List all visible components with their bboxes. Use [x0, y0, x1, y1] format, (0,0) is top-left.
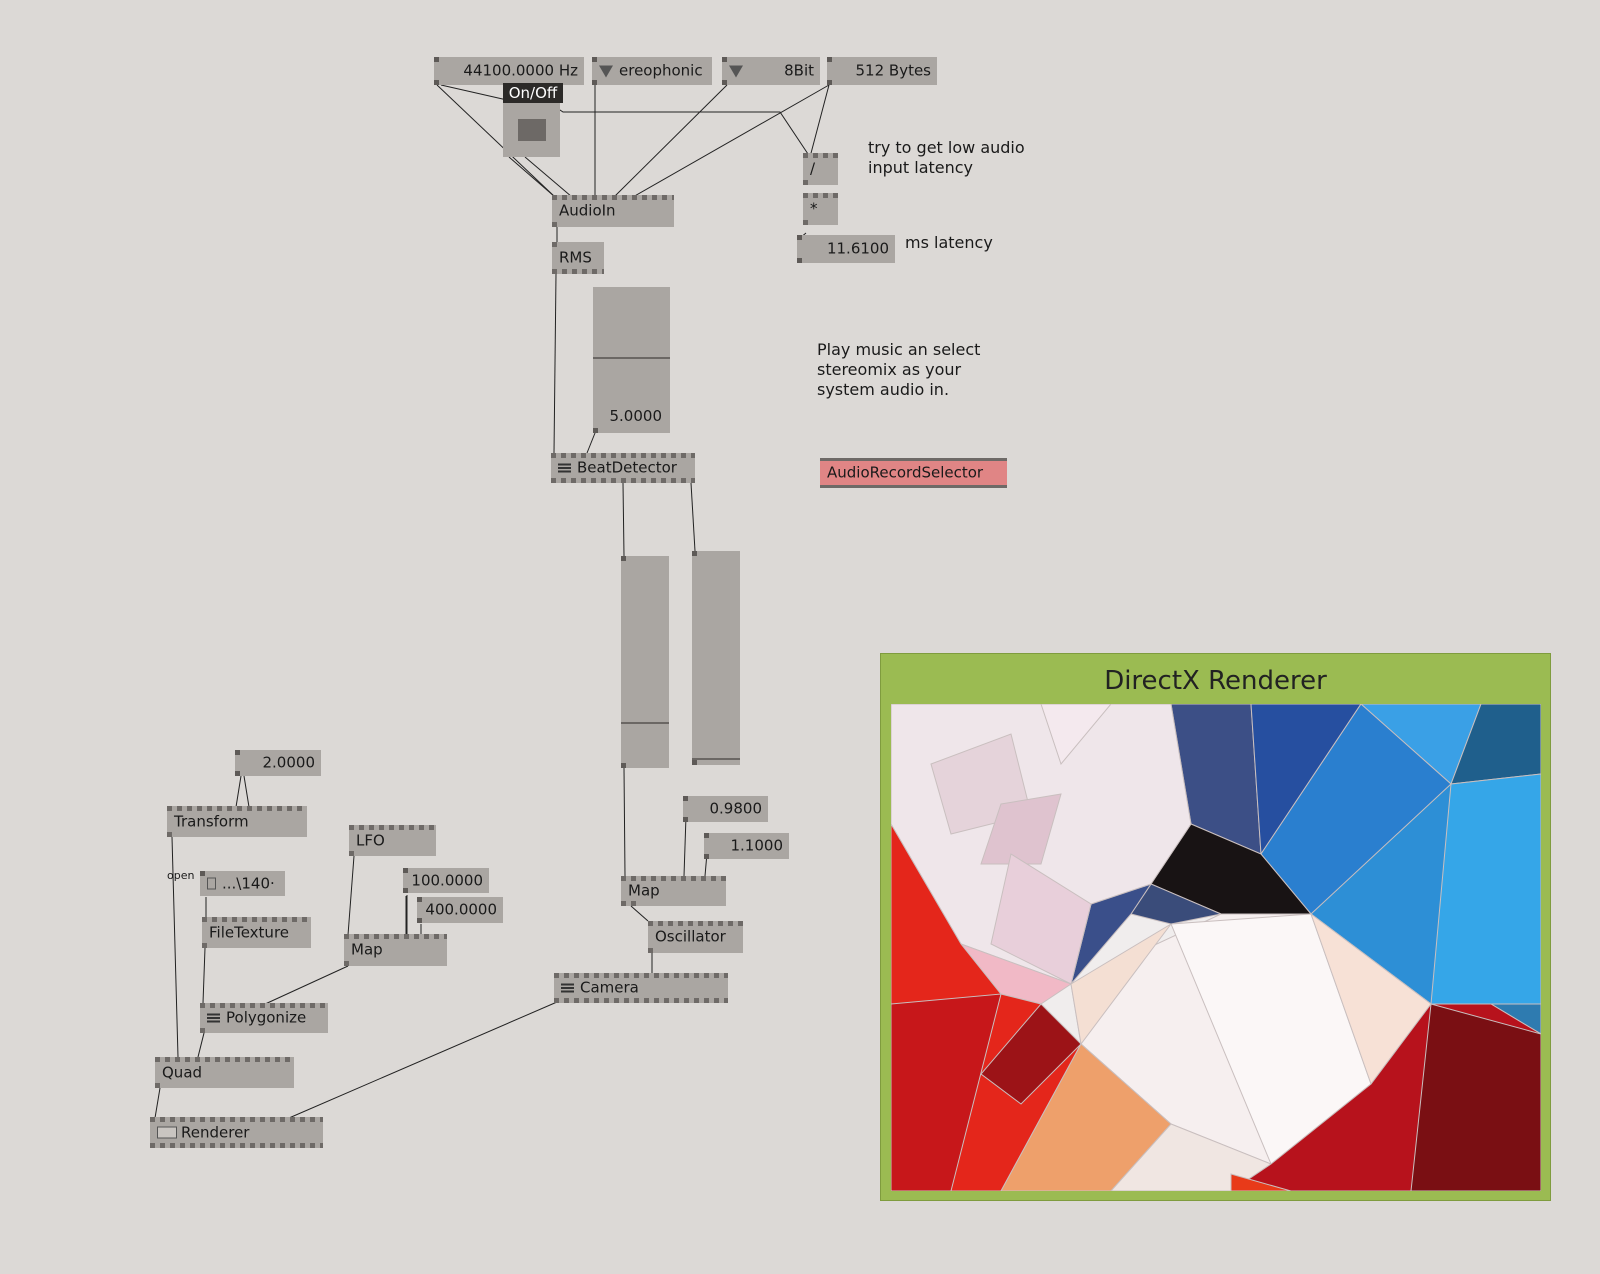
oscillator-node[interactable]: Oscillator: [648, 921, 743, 953]
bitdepth-dropdown[interactable]: 8Bit: [722, 57, 820, 85]
samplerate-box[interactable]: 44100.0000 Hz: [434, 57, 584, 85]
subpatch-icon: [207, 1013, 220, 1023]
slider-handle[interactable]: [621, 722, 669, 724]
subpatch-icon: [561, 983, 574, 993]
ms-latency-comment: ms latency: [905, 233, 993, 252]
value-0980: 0.9800: [709, 799, 763, 818]
quad-node[interactable]: Quad: [155, 1057, 294, 1088]
map-right-node[interactable]: Map: [621, 876, 726, 906]
value-400: 400.0000: [425, 900, 497, 919]
renderer-title: DirectX Renderer: [1104, 666, 1327, 696]
renderer-node-label: Renderer: [181, 1123, 250, 1141]
value-400-box[interactable]: 400.0000: [417, 897, 503, 923]
divide-node[interactable]: /: [803, 153, 838, 185]
beat-threshold-slider[interactable]: 5.0000: [593, 287, 670, 433]
oscillator-label: Oscillator: [655, 927, 726, 946]
channels-value: ereophonic: [619, 61, 703, 80]
filetexture-node[interactable]: FileTexture: [202, 917, 311, 948]
open-label: open: [167, 869, 195, 882]
camera-node[interactable]: Camera: [554, 973, 728, 1003]
slider-handle[interactable]: [692, 758, 740, 760]
camera-label: Camera: [580, 978, 639, 997]
beat-slider-right[interactable]: [692, 551, 740, 765]
multiply-label: *: [810, 199, 818, 218]
value-1100: 1.1000: [730, 836, 784, 855]
transform-node[interactable]: Transform: [167, 806, 307, 837]
audio-record-selector-label: AudioRecordSelector: [827, 463, 984, 482]
divide-label: /: [810, 159, 816, 178]
onoff-label: On/Off: [503, 83, 563, 103]
audioin-node[interactable]: AudioIn: [552, 195, 674, 227]
renderer-window-icon: [157, 1126, 177, 1139]
value-2: 2.0000: [262, 753, 316, 772]
rms-node[interactable]: RMS: [552, 242, 604, 274]
latency-value: 11.6100: [826, 239, 889, 258]
filetexture-label: FileTexture: [209, 923, 290, 941]
slider-handle[interactable]: [593, 357, 670, 359]
channels-dropdown[interactable]: ereophonic: [592, 57, 712, 85]
value-100-box[interactable]: 100.0000: [403, 868, 489, 893]
filepath-value: ...\140·: [222, 874, 275, 892]
audioin-label: AudioIn: [559, 201, 616, 220]
filepath-box[interactable]: ...\140·: [200, 871, 285, 896]
rms-label: RMS: [559, 248, 592, 267]
lfo-label: LFO: [356, 831, 385, 849]
beat-threshold-value: 5.0000: [609, 407, 663, 425]
value-100: 100.0000: [411, 871, 483, 889]
renderer-node[interactable]: Renderer: [150, 1117, 323, 1148]
polygonize-label: Polygonize: [226, 1008, 307, 1027]
dropdown-arrow-icon: [599, 65, 613, 77]
value-2-box[interactable]: 2.0000: [235, 750, 321, 776]
transform-label: Transform: [174, 812, 249, 830]
latency-tip-comment: try to get low audio input latency: [868, 138, 1025, 177]
quad-label: Quad: [162, 1063, 203, 1081]
lfo-node[interactable]: LFO: [349, 825, 436, 856]
renderer-output[interactable]: [891, 704, 1541, 1191]
file-icon: [207, 877, 216, 890]
beatdetector-node[interactable]: BeatDetector: [551, 453, 695, 483]
value-1100-box[interactable]: 1.1000: [704, 833, 789, 859]
directx-renderer-window[interactable]: DirectX Renderer: [880, 653, 1551, 1201]
onoff-square[interactable]: [518, 119, 546, 141]
samplerate-value: 44100.0000 Hz: [463, 61, 578, 80]
map-left-label: Map: [351, 940, 383, 959]
buffer-box[interactable]: 512 Bytes: [827, 57, 937, 85]
play-music-comment: Play music an select stereomix as your s…: [817, 340, 981, 399]
bitdepth-value: 8Bit: [784, 61, 814, 80]
polygonize-node[interactable]: Polygonize: [200, 1003, 328, 1033]
map-left-node[interactable]: Map: [344, 934, 447, 966]
dropdown-arrow-icon: [729, 65, 743, 77]
beat-slider-left[interactable]: [621, 556, 669, 768]
audio-record-selector[interactable]: AudioRecordSelector: [820, 458, 1007, 488]
buffer-value: 512 Bytes: [855, 61, 932, 80]
multiply-node[interactable]: *: [803, 193, 838, 225]
map-right-label: Map: [628, 881, 660, 900]
latency-box[interactable]: 11.6100: [797, 235, 895, 263]
beatdetector-label: BeatDetector: [577, 458, 677, 477]
subpatch-icon: [558, 463, 571, 473]
onoff-toggle[interactable]: On/Off: [503, 83, 563, 157]
value-0980-box[interactable]: 0.9800: [683, 796, 768, 822]
